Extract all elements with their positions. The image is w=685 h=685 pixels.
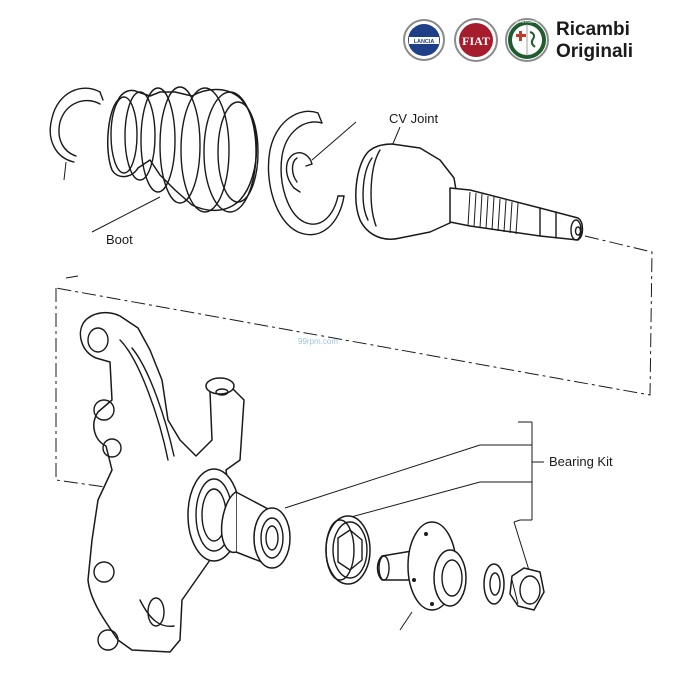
wheel-bearing (220, 491, 291, 569)
steering-knuckle (79, 311, 245, 653)
brand-title-line1: Ricambi (556, 19, 630, 40)
cv-joint-leader-line-2 (391, 126, 401, 147)
fiat-logo: FIAT (454, 18, 498, 62)
assembly-axis-lines (55, 235, 653, 497)
brand-title-line2: Originali (556, 41, 633, 62)
shaft-splines (467, 191, 519, 235)
cv-joint-part (355, 143, 584, 241)
seal-ring (325, 515, 371, 585)
bearing-kit-bracket (284, 421, 544, 581)
circlip-large (267, 110, 345, 236)
boot-leader-line (91, 196, 161, 233)
hub-flange (376, 521, 467, 611)
hub-leader-line (399, 611, 413, 631)
cv-joint-leader-line (311, 121, 357, 161)
boot-part (107, 86, 259, 213)
bearing-kit-label: Bearing Kit (549, 454, 613, 469)
cv-joint-label: CV Joint (389, 111, 439, 126)
lancia-logo: LANCIA (403, 19, 445, 61)
fiat-logo-text: FIAT (462, 34, 490, 48)
hub-nut (509, 567, 545, 611)
washer (483, 563, 505, 605)
watermark-text: 99rpm.com (298, 337, 338, 346)
brand-header: LANCIA FIAT ALFA ROMEO Ricambi Originali (403, 18, 633, 62)
lancia-logo-text: LANCIA (414, 39, 435, 45)
circlip-small (285, 152, 313, 193)
alfa-romeo-logo: ALFA ROMEO (505, 18, 549, 62)
boot-label: Boot (106, 232, 133, 247)
snap-ring-left (49, 87, 104, 181)
alfa-romeo-logo-text: ALFA ROMEO (515, 20, 538, 24)
